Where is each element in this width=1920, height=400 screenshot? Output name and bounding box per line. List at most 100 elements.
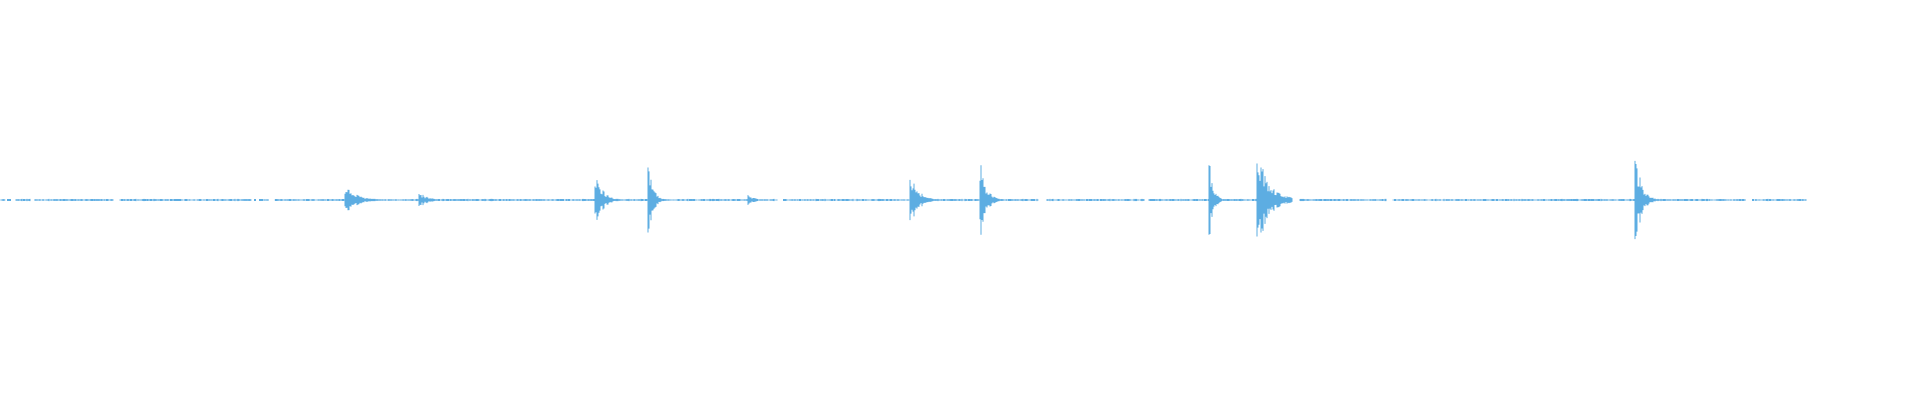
waveform-sample-dot: [1220, 199, 1222, 201]
waveform-sample-dot: [1592, 199, 1594, 201]
waveform-sample-dot: [1483, 199, 1485, 201]
waveform-sample-dot: [1496, 199, 1498, 201]
waveform-sample-dot: [1492, 199, 1494, 201]
waveform-sample-dot: [1196, 199, 1198, 201]
waveform-sample-dot: [1543, 199, 1545, 201]
waveform-sample-dot: [1227, 199, 1229, 201]
waveform-sample-dot: [447, 199, 449, 201]
waveform-sample-dot: [1159, 199, 1161, 201]
waveform-sample-dot: [879, 199, 881, 201]
waveform-sample-dot: [7, 199, 9, 201]
waveform-sample-dot: [1702, 199, 1704, 201]
waveform-sample-dot: [1588, 199, 1590, 201]
waveform-sample-dot: [1663, 199, 1665, 201]
waveform-sample-dot: [327, 199, 329, 201]
waveform-sample-dot: [1739, 199, 1741, 201]
waveform-sample-dot: [174, 199, 176, 201]
waveform-sample-dot: [1346, 199, 1348, 201]
waveform-sample-dot: [1412, 199, 1414, 201]
waveform-sample-dot: [1573, 199, 1575, 201]
waveform-sample-dot: [1135, 199, 1137, 201]
waveform-sample-dot: [641, 199, 643, 201]
waveform-sample-dot: [1584, 199, 1586, 201]
waveform-sample-dot: [1218, 199, 1220, 201]
waveform-sample-dot: [170, 199, 172, 201]
waveform-sample-dot: [703, 199, 705, 201]
waveform-sample-dot: [121, 199, 123, 201]
waveform-sample-dot: [1252, 199, 1254, 201]
waveform-sample-dot: [562, 199, 564, 201]
waveform-sample-dot: [23, 199, 25, 201]
waveform-sample-dot: [438, 199, 440, 201]
waveform-sample-dot: [689, 199, 691, 201]
waveform-sample-dot: [1033, 199, 1035, 201]
waveform-sample-dot: [582, 199, 584, 201]
waveform-sample-dot: [609, 199, 611, 201]
waveform-sample-dot: [206, 199, 208, 201]
waveform-sample-dot: [1127, 199, 1129, 201]
waveform-sample-dot: [1078, 199, 1080, 201]
waveform-sample-dot: [654, 199, 656, 201]
waveform-sample-dot: [289, 199, 291, 201]
waveform-sample-dot: [1465, 199, 1467, 201]
waveform-sample-dot: [185, 199, 187, 201]
waveform-sample-dot: [783, 199, 785, 201]
waveform-sample-dot: [160, 199, 162, 201]
waveform-sample-dot: [1031, 199, 1033, 201]
waveform-sample-dot: [1330, 199, 1332, 201]
waveform-sample-dot: [178, 199, 180, 201]
waveform-sample-dot: [1301, 199, 1303, 201]
waveform-sample-dot: [9, 199, 11, 201]
waveform-sample-dot: [994, 199, 996, 201]
waveform-sample-dot: [91, 199, 93, 201]
waveform-sample-dot: [176, 199, 178, 201]
waveform-sample-dot: [342, 199, 344, 201]
waveform-sample-dot: [1320, 199, 1322, 201]
waveform-sample-dot: [716, 199, 718, 201]
waveform-sample-dot: [150, 199, 152, 201]
waveform-sample-dot: [1742, 199, 1744, 201]
waveform-sample-dot: [1208, 199, 1210, 201]
waveform-sample-dot: [756, 199, 758, 201]
waveform-sample-dot: [1636, 199, 1638, 201]
waveform-sample-dot: [831, 199, 833, 201]
waveform-sample-dot: [1752, 199, 1754, 201]
waveform-sample-dot: [1402, 199, 1404, 201]
waveform-sample-dot: [1696, 199, 1698, 201]
waveform-sample-dot: [1685, 199, 1687, 201]
waveform-sample-dot: [1338, 199, 1340, 201]
waveform-sample-dot: [199, 199, 201, 201]
waveform-sample-dot: [968, 199, 970, 201]
waveform-sample-dot: [144, 199, 146, 201]
waveform-sample-dot: [1086, 199, 1088, 201]
waveform-sample-dot: [1172, 199, 1174, 201]
waveform-sample-dot: [1645, 199, 1647, 201]
waveform-sample-dot: [1274, 199, 1276, 201]
waveform-sample-dot: [1650, 199, 1652, 201]
waveform-sample-dot: [568, 199, 570, 201]
waveform-sample-dot: [1769, 199, 1771, 201]
waveform-sample-dot: [254, 199, 256, 201]
waveform-sample-dot: [1691, 199, 1693, 201]
waveform-sample-dot: [842, 199, 844, 201]
waveform-sample-dot: [463, 199, 465, 201]
waveform-sample-dot: [1598, 199, 1600, 201]
waveform-sample-dot: [560, 199, 562, 201]
waveform-sample-dot: [499, 199, 501, 201]
waveform-sample-dot: [931, 199, 933, 201]
waveform-sample-dot: [1324, 199, 1326, 201]
waveform-sample-dot: [816, 199, 818, 201]
waveform-sample-dot: [1766, 199, 1768, 201]
waveform-sample-dot: [1799, 199, 1801, 201]
waveform-sample-dot: [1677, 199, 1679, 201]
waveform-sample-dot: [261, 199, 263, 201]
waveform-sample-dot: [951, 199, 953, 201]
waveform-sample-dot: [275, 199, 277, 201]
waveform-sample-dot: [1008, 199, 1010, 201]
waveform-sample-dot: [616, 199, 618, 201]
waveform-sample-dot: [371, 199, 373, 201]
waveform-sample-dot: [71, 199, 73, 201]
waveform-sample-dot: [63, 199, 65, 201]
